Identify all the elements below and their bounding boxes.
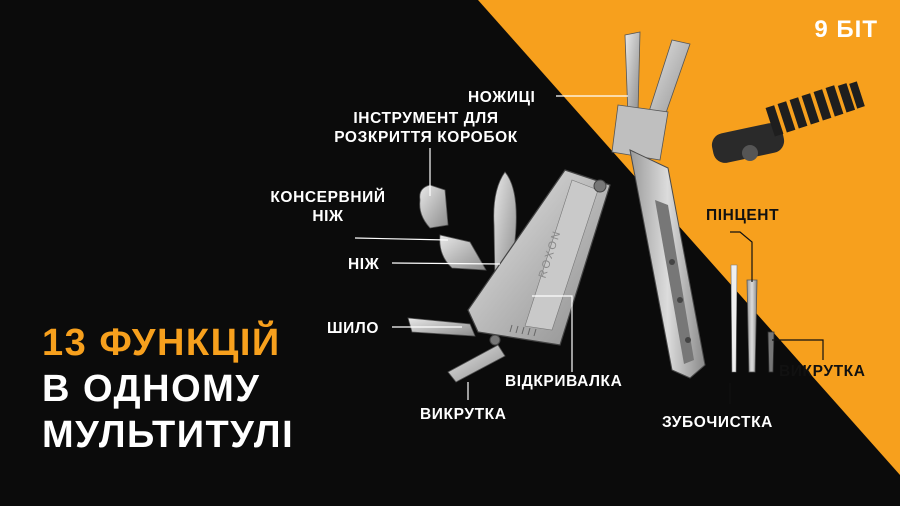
scissors-image: [611, 31, 691, 161]
bit-count-badge: 9 БІТ: [814, 16, 878, 43]
label-box-opener-line1: ІНСТРУМЕНТ ДЛЯ: [353, 110, 499, 127]
label-can-opener-line2: НІЖ: [312, 208, 344, 225]
label-awl: ШИЛО: [327, 320, 380, 337]
label-can-opener: КОНСЕРВНИЙ НІЖ: [262, 188, 394, 226]
label-bottle-opener: ВІДКРИВАЛКА: [505, 373, 623, 390]
callout-lines: [354, 95, 824, 404]
label-box-opener: ІНСТРУМЕНТ ДЛЯ РОЗКРИТТЯ КОРОБОК: [320, 109, 532, 147]
toothpick-image: [730, 264, 738, 373]
tweezers-image: [746, 279, 758, 373]
bit-set-image: [711, 81, 865, 163]
label-screwdriver: ВИКРУТКА: [420, 406, 507, 423]
label-can-opener-line1: КОНСЕРВНИЙ: [270, 189, 386, 206]
headline-line-1: 13 ФУНКЦІЙ: [42, 322, 281, 364]
label-screwdriver-right: ВИКРУТКА: [779, 363, 866, 380]
multitool-right-handle: [629, 149, 706, 379]
mini-screwdriver-image: [767, 331, 775, 373]
headline-line-2: В ОДНОМУ: [42, 368, 261, 410]
headline-line-3: МУЛЬТИТУЛІ: [42, 414, 295, 456]
label-scissors: НОЖИЦІ: [468, 89, 536, 106]
orange-background-triangle: [478, 0, 900, 475]
label-knife: НІЖ: [348, 256, 380, 273]
label-tweezers: ПІНЦЕНТ: [706, 207, 780, 224]
multitool-main-body: [407, 169, 611, 383]
label-toothpick: ЗУБОЧИСТКА: [662, 414, 773, 431]
label-box-opener-line2: РОЗКРИТТЯ КОРОБОК: [334, 129, 518, 146]
